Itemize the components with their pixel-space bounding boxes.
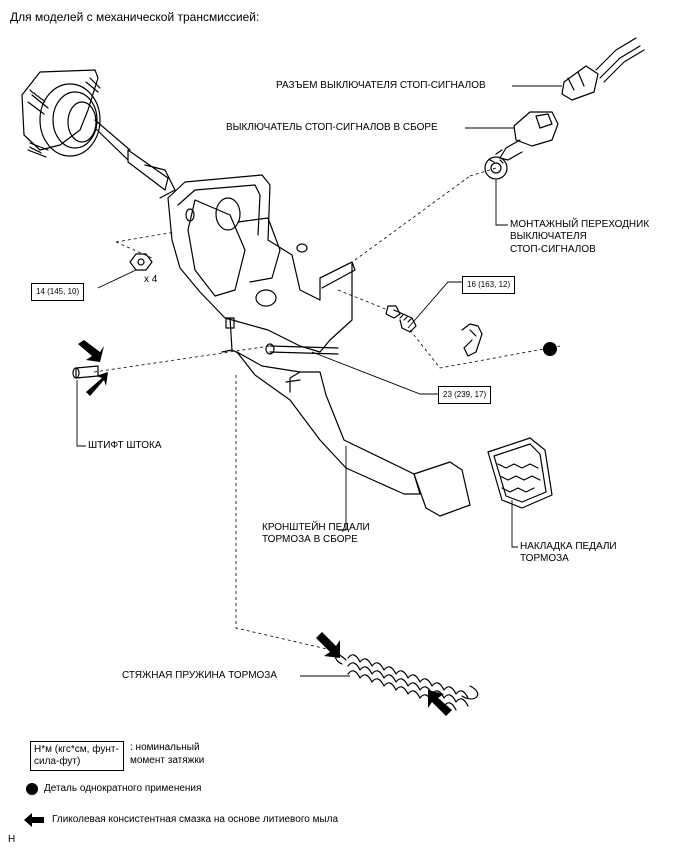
clip-illustration	[461, 323, 483, 357]
legend-torque-unit-box: Н*м (кгс*см, фунт- сила-фут)	[30, 741, 124, 771]
label-connector: РАЗЪЕМ ВЫКЛЮЧАТЕЛЯ СТОП-СИГНАЛОВ	[276, 80, 486, 91]
label-qty: x 4	[144, 274, 158, 285]
single-use-marker	[543, 342, 557, 356]
torque-box-nut: 14 (145, 10)	[31, 283, 85, 301]
label-pad-line2: ТОРМОЗА	[520, 553, 569, 564]
torque-box-bolt-top: 16 (163, 12)	[462, 276, 516, 294]
legend-grease: Гликолевая консистентная смазка на основ…	[52, 814, 339, 825]
legend-dot-icon	[26, 783, 38, 795]
brake-booster-illustration	[21, 69, 176, 199]
label-adapter-line2: ВЫКЛЮЧАТЕЛЯ	[510, 231, 587, 242]
pedal-pad-illustration	[487, 437, 553, 509]
bolt-illustration	[385, 305, 417, 333]
stop-light-switch-illustration	[495, 111, 559, 161]
label-push-rod-pin: ШТИФТ ШТОКА	[88, 440, 162, 451]
torque-box-bolt-bottom: 23 (239, 17)	[438, 386, 492, 404]
nut-illustration	[129, 253, 153, 271]
return-spring-illustration	[335, 654, 479, 711]
label-bracket-line2: ТОРМОЗА В СБОРЕ	[262, 534, 358, 545]
page-title: Для моделей с механической трансмиссией:	[10, 10, 260, 24]
legend-torque-line1: : номинальный	[130, 742, 200, 753]
label-pad-line1: НАКЛАДКА ПЕДАЛИ	[520, 541, 617, 552]
legend-torque-line2: момент затяжки	[130, 755, 205, 766]
legend-grease-arrow-icon	[24, 813, 44, 827]
figure-code: H	[8, 834, 16, 845]
connector-illustration	[561, 37, 645, 101]
grease-arrows	[78, 340, 452, 716]
label-adapter-line3: СТОП-СИГНАЛОВ	[510, 244, 596, 255]
legend-single-use: Деталь однократного применения	[44, 783, 202, 794]
pedal-bracket-illustration	[167, 174, 471, 517]
label-bracket-line1: КРОНШТЕЙН ПЕДАЛИ	[262, 522, 370, 533]
legend-unit-line2: сила-фут)	[34, 756, 81, 767]
switch-adapter-illustration	[484, 156, 508, 180]
label-switch-assy: ВЫКЛЮЧАТЕЛЬ СТОП-СИГНАЛОВ В СБОРЕ	[226, 122, 438, 133]
label-spring: СТЯЖНАЯ ПРУЖИНА ТОРМОЗА	[122, 670, 278, 681]
legend-unit-line1: Н*м (кгс*см, фунт-	[34, 744, 119, 755]
label-adapter-line1: МОНТАЖНЫЙ ПЕРЕХОДНИК	[510, 219, 650, 230]
